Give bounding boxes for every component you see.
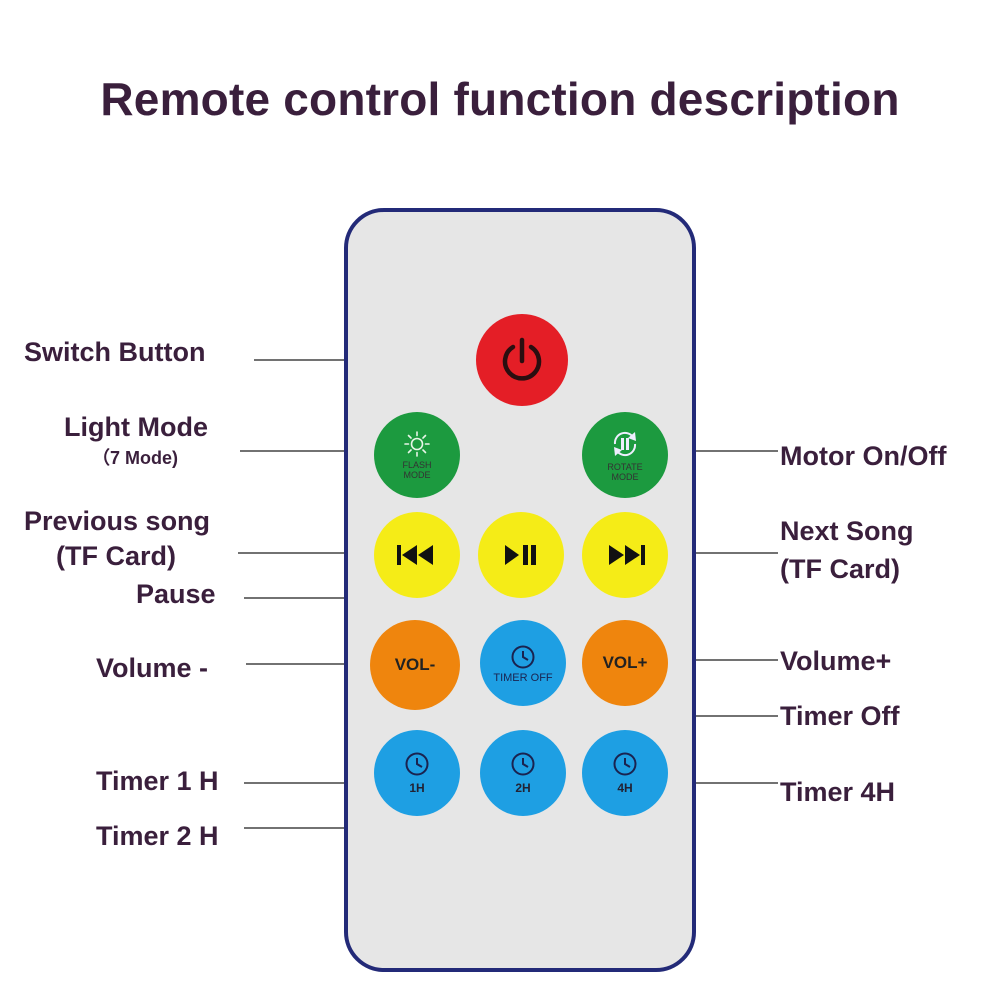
timer-1h-button[interactable]: 1H (374, 730, 460, 816)
volume-up-text: VOL+ (602, 653, 648, 672)
timer-2h-button[interactable]: 2H (480, 730, 566, 816)
timer-1h-caption: 1H (409, 781, 425, 795)
previous-song-button[interactable] (374, 512, 460, 598)
label-timer-4h: Timer 4H (780, 777, 896, 807)
label-timer-off: Timer Off (780, 701, 900, 731)
clock-icon (405, 752, 429, 776)
timer-2h-caption: 2H (515, 781, 531, 795)
power-button[interactable] (476, 314, 568, 406)
label-next-song-sub: (TF Card) (780, 554, 900, 584)
timer-4h-button[interactable]: 4H (582, 730, 668, 816)
timer-off-button[interactable]: TIMER OFF (480, 620, 566, 706)
label-timer-1h: Timer 1 H (96, 766, 219, 796)
clock-icon (613, 752, 637, 776)
label-volume-plus: Volume+ (780, 646, 892, 676)
rotate-mode-button[interactable]: ROTATE MODE (582, 412, 668, 498)
timer-4h-caption: 4H (617, 781, 633, 795)
label-next-song: Next Song (780, 516, 914, 546)
flash-mode-caption: FLASH MODE (402, 460, 432, 480)
previous-icon (397, 545, 433, 565)
clock-icon (511, 752, 535, 776)
label-timer-2h: Timer 2 H (96, 821, 219, 851)
label-pause: Pause (136, 579, 216, 609)
rotate-icon (613, 431, 637, 457)
flash-mode-button[interactable]: FLASH MODE (374, 412, 460, 498)
rotate-mode-caption: ROTATE MODE (607, 462, 643, 482)
label-previous-song: Previous song (24, 506, 211, 536)
label-light-mode-sub: （7 Mode) (92, 448, 179, 468)
play-pause-button[interactable] (478, 512, 564, 598)
label-switch-button: Switch Button (24, 337, 206, 367)
play-pause-icon (505, 545, 536, 565)
volume-down-button[interactable]: VOL- (370, 620, 460, 710)
power-icon (502, 337, 542, 381)
sun-icon (404, 431, 430, 457)
next-song-button[interactable] (582, 512, 668, 598)
label-motor: Motor On/Off (780, 441, 947, 471)
timer-off-caption: TIMER OFF (493, 671, 553, 684)
clock-icon (511, 645, 535, 668)
volume-down-text: VOL- (394, 655, 436, 674)
page-title: Remote control function description (100, 73, 900, 125)
label-light-mode: Light Mode (64, 412, 208, 442)
next-icon (609, 545, 645, 565)
label-volume-minus: Volume - (96, 653, 209, 683)
volume-up-button[interactable]: VOL+ (582, 620, 668, 706)
label-previous-song-sub: (TF Card) (56, 541, 176, 571)
